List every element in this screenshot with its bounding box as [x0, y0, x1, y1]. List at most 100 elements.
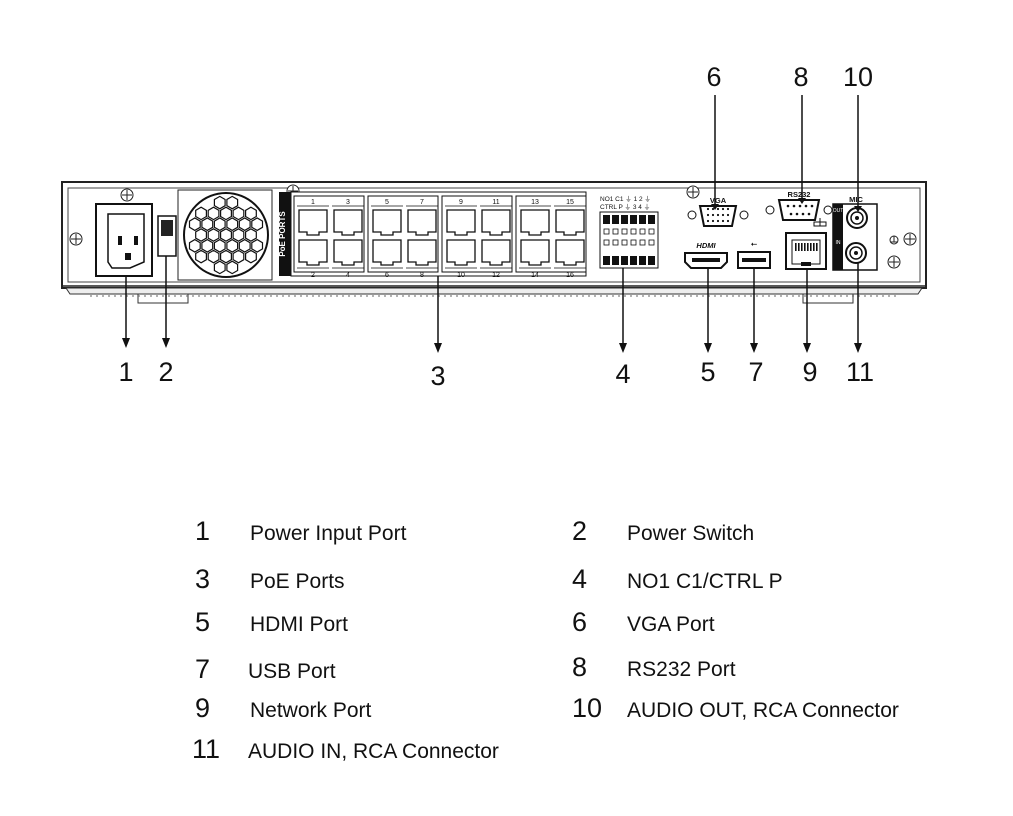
poe-port-number: 15: [566, 199, 574, 206]
terminal-pin: [648, 256, 655, 265]
alarm-terminal-block: NO1 C1 ⏚ 1 2 ⏚ CTRL P ⏚ 3 4 ⏚: [599, 195, 659, 269]
terminal-pin: [630, 256, 637, 265]
poe-jack: [446, 239, 476, 266]
poe-port-number: 11: [492, 199, 499, 206]
poe-jack: [555, 239, 585, 266]
fan-hole: [195, 249, 207, 264]
fan-hole: [245, 228, 257, 242]
poe-port-group: [441, 195, 513, 273]
leader-lines: [125, 95, 859, 345]
terminal-pin: [639, 256, 646, 265]
poe-port-number: 13: [531, 199, 539, 206]
rs232-port: RS232: [765, 190, 833, 221]
fan-hole: [195, 228, 207, 242]
leader-arrows: [122, 198, 862, 353]
fan-hole: [251, 238, 264, 253]
terminal-pin: [612, 256, 619, 265]
fan-hole: [220, 249, 232, 264]
fan-hole: [213, 238, 226, 253]
terminal-pin: [630, 215, 637, 224]
terminal-top-label: NO1 C1 ⏚ 1 2 ⏚: [600, 195, 651, 203]
fan-hole: [226, 238, 239, 253]
poe-port-number: 3: [346, 199, 350, 206]
poe-port-group: [367, 195, 439, 273]
fan-hole: [213, 260, 226, 275]
poe-port-number: 9: [459, 199, 463, 206]
callout-7: 7: [748, 357, 763, 387]
poe-jack: [407, 209, 437, 236]
poe-jack: [446, 209, 476, 236]
poe-port-group: [515, 195, 587, 273]
poe-jack: [481, 209, 511, 236]
fan-hole: [213, 217, 226, 232]
fan-hole: [188, 217, 201, 232]
power-input-port: [95, 203, 153, 277]
poe-jack: [298, 209, 328, 236]
callout-11: 11: [846, 357, 874, 387]
fan-hole: [201, 238, 214, 253]
poe-jack: [333, 209, 363, 236]
terminal-pin: [621, 215, 628, 224]
hdmi-label: HDMI: [696, 241, 716, 250]
poe-port-number: 5: [385, 199, 389, 206]
fan-hole: [238, 238, 251, 253]
poe-port-number: 14: [531, 272, 539, 279]
fan-hole: [232, 249, 245, 264]
fan-hole: [201, 217, 214, 232]
poe-port-number: 4: [346, 272, 350, 279]
fan-hole: [226, 217, 239, 232]
terminal-pin: [603, 256, 610, 265]
hdmi-port: HDMI: [684, 241, 728, 269]
callout-3: 3: [430, 361, 445, 391]
poe-port-number: 10: [457, 272, 465, 279]
audio-block: MIC OUT IN: [832, 195, 878, 271]
mic-label: MIC: [849, 195, 863, 204]
fan-hole: [245, 249, 257, 264]
fan-hole: [226, 260, 239, 275]
poe-jack: [520, 209, 550, 236]
callout-10: 10: [843, 62, 873, 92]
audio-in-label: IN: [836, 240, 841, 246]
fan-grille: [177, 189, 273, 281]
usb-icon: ⭠: [751, 239, 758, 248]
poe-port-number: 1: [311, 199, 315, 206]
power-switch: [157, 215, 177, 257]
poe-jack: [372, 209, 402, 236]
fan-hole: [195, 206, 207, 221]
poe-jack: [555, 209, 585, 236]
ground-icon: [889, 235, 899, 245]
poe-jack: [372, 239, 402, 266]
poe-port-number: 16: [566, 272, 574, 279]
callout-4: 4: [615, 359, 630, 389]
fan-hole: [245, 206, 257, 221]
callout-9: 9: [802, 357, 817, 387]
fan-hole: [251, 217, 264, 232]
terminal-bottom-label: CTRL P ⏚ 3 4 ⏚: [600, 203, 650, 211]
poe-jack: [407, 239, 437, 266]
callout-5: 5: [700, 357, 715, 387]
rs232-label: RS232: [788, 190, 811, 199]
callout-2: 2: [158, 357, 173, 387]
network-port: [785, 218, 827, 270]
fan-hole: [207, 228, 220, 242]
callout-1: 1: [118, 357, 133, 387]
terminal-pin: [621, 256, 628, 265]
fan-hole: [220, 206, 232, 221]
terminal-pin: [603, 215, 610, 224]
terminal-pin: [648, 215, 655, 224]
fan-hole: [220, 228, 232, 242]
callout-6: 6: [706, 62, 721, 92]
terminal-pin: [612, 215, 619, 224]
network-icon: [813, 218, 827, 227]
fan-hole: [207, 249, 220, 264]
poe-port-number: 2: [311, 272, 315, 279]
fan-hole: [238, 217, 251, 232]
callout-numbers: 1 2 3 4 5 6 7 8 9 10 11: [118, 62, 874, 391]
terminal-pin: [639, 215, 646, 224]
screws: [69, 184, 917, 269]
vga-label: VGA: [710, 196, 727, 205]
poe-jack: [520, 239, 550, 266]
poe-jack: [298, 239, 328, 266]
